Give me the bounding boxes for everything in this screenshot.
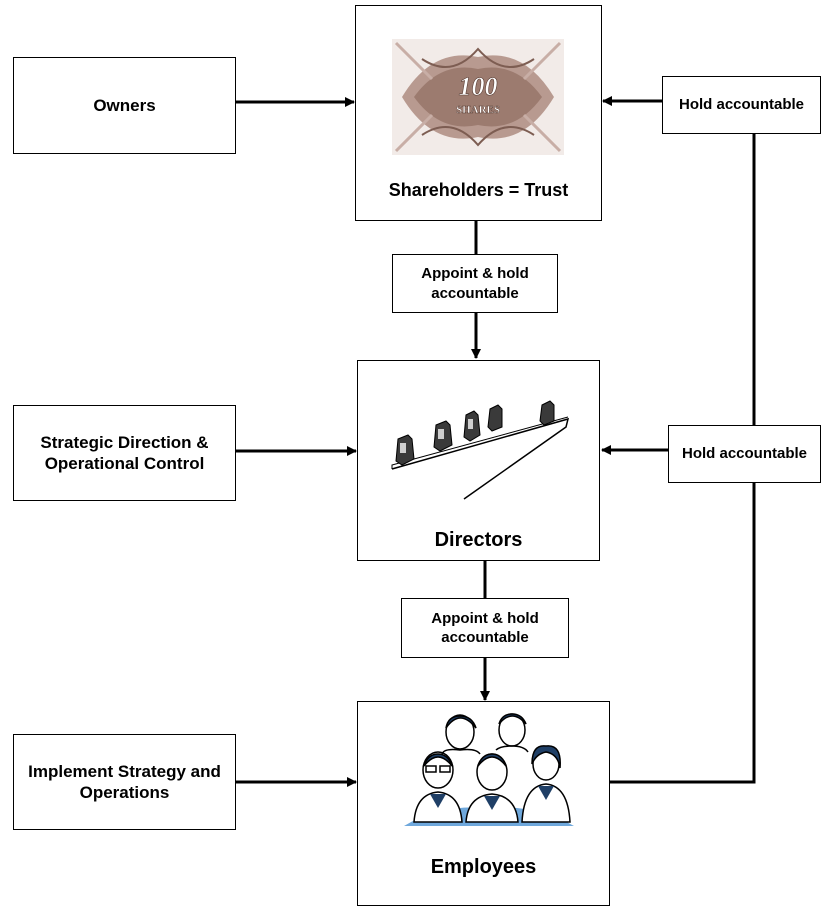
appoint-hold-text-mid: Appoint & hold accountable (431, 609, 539, 647)
implement-strategy-box: Implement Strategy and Operations (13, 734, 236, 830)
hold-accountable-label-top: Hold accountable (662, 76, 821, 134)
owners-label: Owners (93, 95, 156, 115)
employees-title: Employees (430, 856, 537, 878)
certificate-word: SHARES (456, 104, 500, 116)
owners-box: Owners (13, 57, 236, 154)
hold-accountable-label-mid: Hold accountable (668, 425, 821, 483)
strategic-direction-box: Strategic Direction & Operational Contro… (13, 405, 236, 501)
implement-strategy-label: Implement Strategy and Operations (28, 761, 221, 802)
employees-node: Employees (357, 701, 610, 906)
appoint-hold-label-top: Appoint & hold accountable (392, 254, 558, 313)
strategic-direction-label: Strategic Direction & Operational Contro… (40, 432, 209, 473)
appoint-hold-text-top: Appoint & hold accountable (421, 265, 529, 302)
shareholders-node: 100 SHARES Shareholders = Trust (355, 5, 602, 221)
appoint-hold-label-mid: Appoint & hold accountable (401, 598, 569, 658)
hold-accountable-text-mid: Hold accountable (681, 445, 808, 463)
directors-node: Directors (357, 360, 600, 561)
shareholders-title: Shareholders = Trust (388, 180, 569, 200)
directors-title: Directors (434, 529, 523, 551)
hold-accountable-text-top: Hold accountable (678, 96, 805, 114)
boardroom-table-image (391, 400, 570, 500)
employees-group-image (404, 713, 574, 826)
share-certificate-image: 100 SHARES (392, 39, 564, 155)
certificate-number: 100 (459, 72, 498, 101)
